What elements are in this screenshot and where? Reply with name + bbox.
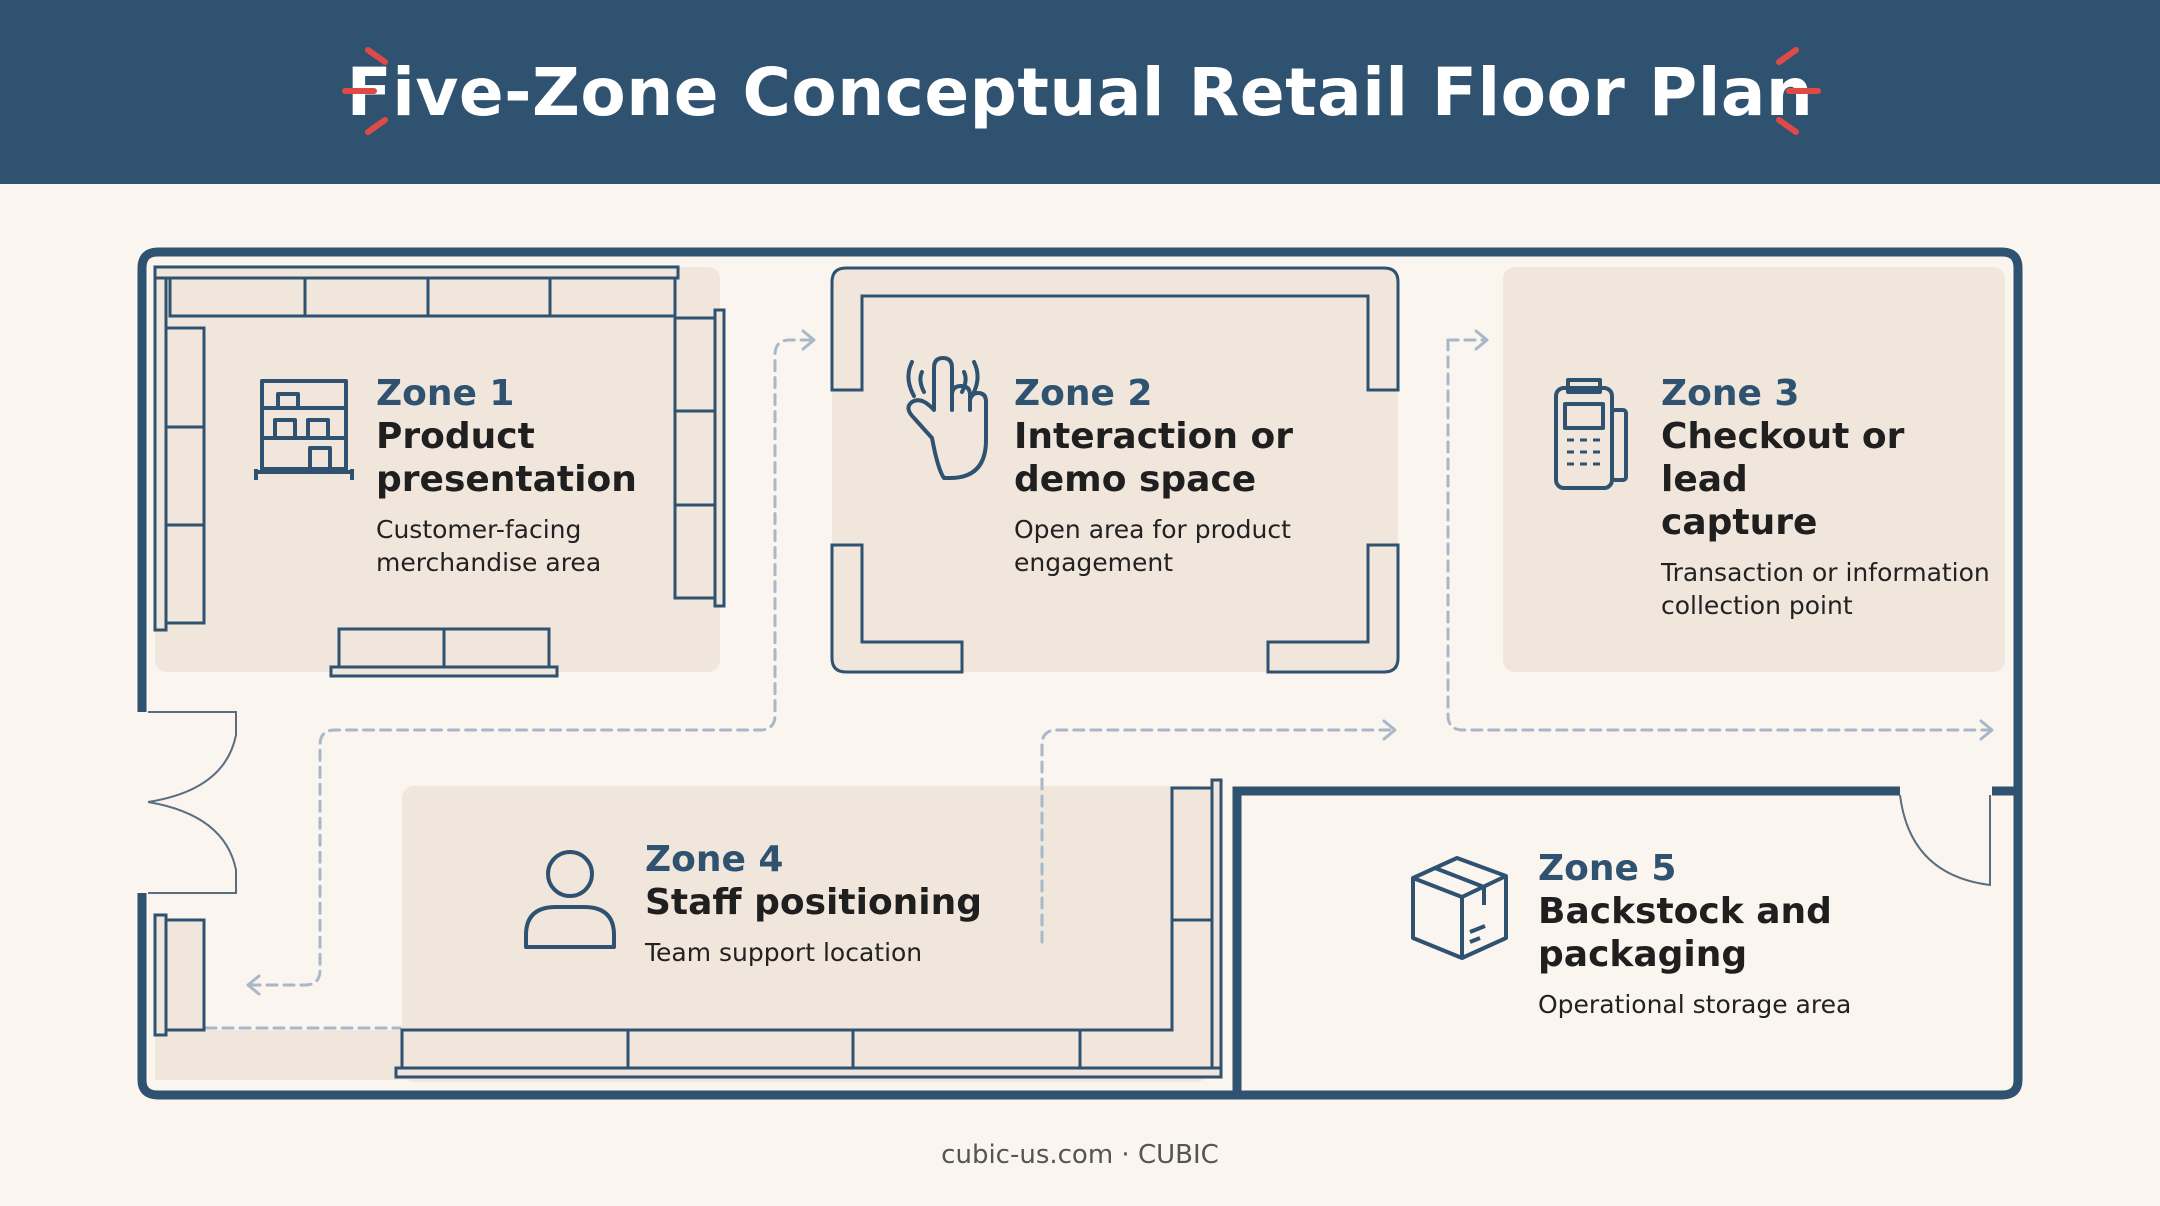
zone-4-number: Zone 4	[645, 839, 784, 880]
page-title: Five-Zone Conceptual Retail Floor Plan	[346, 53, 1814, 131]
shelving-icon	[254, 379, 354, 480]
zone-2-fixtures	[830, 266, 1400, 674]
zone-1-shelving	[153, 265, 726, 678]
zone-4-label: Zone 4 Staff positioning Team support lo…	[645, 838, 1065, 969]
zone-3-label: Zone 3 Checkout or lead capture Transact…	[1661, 372, 2001, 622]
backroom-wall	[1232, 786, 2018, 1095]
zone-2-label: Zone 2 Interaction or demo space Open ar…	[1014, 372, 1334, 579]
zone-1-description: Customer-facing merchandise area	[376, 515, 602, 577]
person-icon	[524, 850, 616, 949]
zone-5-description: Operational storage area	[1538, 990, 1852, 1019]
zone-1-number: Zone 1	[376, 373, 515, 414]
zone-3-number: Zone 3	[1661, 373, 1800, 414]
zone-4-name: Staff positioning	[645, 882, 983, 923]
zone-2-number: Zone 2	[1014, 373, 1153, 414]
zone-2-area	[832, 267, 1398, 672]
box-icon	[1411, 856, 1508, 960]
zone-1-label: Zone 1 Product presentation Customer-fac…	[376, 372, 676, 579]
zone-2-description: Open area for product engagement	[1014, 515, 1291, 577]
footer-credit: cubic-us.com · CUBIC	[941, 1140, 1219, 1170]
zone-4-shelving	[394, 778, 1223, 1079]
zone-2-name: Interaction or demo space	[1014, 416, 1293, 500]
zone-4-description: Team support location	[645, 938, 923, 967]
zone-5-name: Backstock and packaging	[1538, 891, 1832, 975]
entrance-shelf	[153, 913, 206, 1037]
backroom-door	[1899, 794, 1991, 887]
zone-3-area	[1503, 267, 2005, 672]
title-accent-left	[342, 47, 388, 135]
outer-wall	[137, 247, 2023, 1100]
zone-1-area	[155, 267, 720, 672]
zone-3-description: Transaction or information collection po…	[1661, 558, 1990, 620]
zone-5-number: Zone 5	[1538, 848, 1677, 889]
entrance-door	[147, 711, 237, 894]
touch-hand-icon	[906, 356, 988, 480]
zone-4-area	[402, 786, 1208, 1082]
zone-3-name: Checkout or lead capture	[1661, 416, 1905, 543]
zone-1-name: Product presentation	[376, 416, 637, 500]
payment-terminal-icon	[1554, 378, 1628, 490]
zone-5-label: Zone 5 Backstock and packaging Operation…	[1538, 847, 1938, 1021]
entrance-corridor	[155, 1030, 405, 1080]
title-accent-right	[1776, 47, 1821, 135]
flow-arrowheads	[246, 329, 1994, 996]
